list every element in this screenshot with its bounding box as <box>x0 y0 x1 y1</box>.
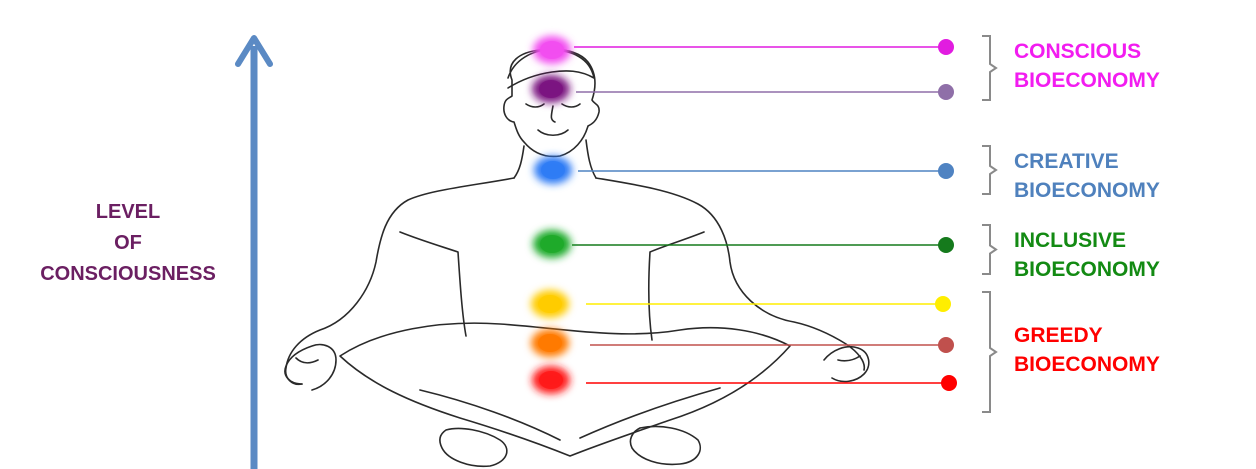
left-foot <box>440 428 507 466</box>
bracket-creative <box>982 146 996 194</box>
group-label-creative-line-1: CREATIVE <box>1014 147 1160 176</box>
shirt-fold-left <box>400 232 466 336</box>
group-label-greedy-line-2: BIOECONOMY <box>1014 350 1160 379</box>
right-eye <box>562 104 580 107</box>
right-foot <box>630 427 700 465</box>
chakra-endpoint-dot-heart <box>938 237 954 253</box>
group-label-creative-line-2: BIOECONOMY <box>1014 176 1160 205</box>
chakra-endpoint-dot-solar-plexus <box>935 296 951 312</box>
group-label-conscious-line-1: CONSCIOUS <box>1014 37 1160 66</box>
group-label-creative: CREATIVE BIOECONOMY <box>1014 147 1160 205</box>
axis-label-line-3: CONSCIOUSNESS <box>10 259 246 290</box>
mouth <box>538 130 568 135</box>
chakra-core-root <box>539 371 563 389</box>
chakra-core-throat <box>541 161 565 179</box>
group-label-inclusive-line-2: BIOECONOMY <box>1014 255 1160 284</box>
chakra-endpoint-dot-root <box>941 375 957 391</box>
chakra-endpoint-dot-third-eye <box>938 84 954 100</box>
group-label-inclusive-line-1: INCLUSIVE <box>1014 226 1160 255</box>
chakra-endpoint-dot-throat <box>938 163 954 179</box>
group-label-conscious: CONSCIOUS BIOECONOMY <box>1014 37 1160 95</box>
chakra-core-heart <box>540 235 564 253</box>
right-hand <box>824 347 869 382</box>
nose <box>551 106 555 122</box>
axis-label-line-1: LEVEL <box>10 197 246 228</box>
left-eye <box>526 104 544 107</box>
chakra-core-sacral <box>538 334 562 352</box>
chakra-endpoint-dot-crown <box>938 39 954 55</box>
axis-label-line-2: OF <box>10 228 246 259</box>
level-of-consciousness-label: LEVEL OF CONSCIOUSNESS <box>10 197 246 290</box>
shirt-fold-right <box>649 232 704 340</box>
group-label-inclusive: INCLUSIVE BIOECONOMY <box>1014 226 1160 284</box>
bracket-conscious <box>982 36 996 100</box>
group-label-greedy-line-1: GREEDY <box>1014 321 1160 350</box>
group-label-conscious-line-2: BIOECONOMY <box>1014 66 1160 95</box>
bracket-inclusive <box>982 225 996 274</box>
chakra-endpoint-dot-sacral <box>938 337 954 353</box>
chakra-core-solar-plexus <box>538 295 562 313</box>
bracket-layer <box>982 36 996 412</box>
meditating-person-figure <box>285 49 869 466</box>
chakra-core-third-eye <box>539 80 563 98</box>
bracket-greedy <box>982 292 996 412</box>
torso-outline <box>286 178 865 384</box>
chakra-core-crown <box>540 41 564 59</box>
group-label-greedy: GREEDY BIOECONOMY <box>1014 321 1160 379</box>
